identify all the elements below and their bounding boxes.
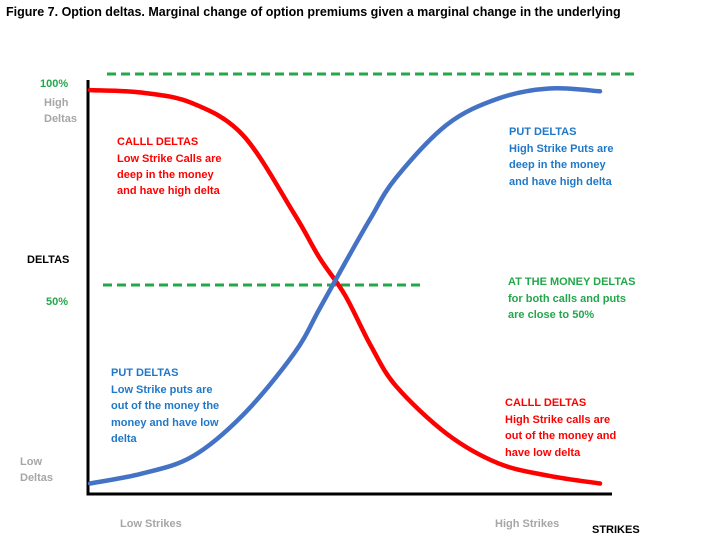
low-label: Low bbox=[20, 456, 42, 468]
x-tick-low-strikes: Low Strikes bbox=[120, 518, 182, 530]
annotation-line: CALLL DELTAS bbox=[117, 136, 198, 148]
y-axis-title: DELTAS bbox=[27, 254, 69, 266]
annotation-line: PUT DELTAS bbox=[509, 126, 576, 138]
annotation-line: Low Strike Calls are bbox=[117, 153, 222, 165]
annotation-line: Low Strike puts are bbox=[111, 384, 212, 396]
annotation-line: have low delta bbox=[505, 447, 581, 459]
annotation-call-low: CALLL DELTAS High Strike calls are out o… bbox=[505, 397, 616, 459]
high-label: High bbox=[44, 97, 69, 109]
low-deltas-label: Deltas bbox=[20, 472, 53, 484]
annotation-call-high: CALLL DELTAS Low Strike Calls are deep i… bbox=[117, 136, 222, 197]
annotation-line: money and have low bbox=[111, 417, 219, 429]
annotation-line: deep in the money bbox=[117, 169, 214, 181]
y-tick-50: 50% bbox=[46, 296, 68, 308]
annotation-line: deep in the money bbox=[509, 159, 606, 171]
annotation-line: for both calls and puts bbox=[508, 293, 626, 305]
annotation-line: High Strike Puts are bbox=[509, 143, 614, 155]
annotation-atm: AT THE MONEY DELTAS for both calls and p… bbox=[508, 276, 636, 321]
annotation-line: out of the money and bbox=[505, 430, 616, 442]
put-delta-line bbox=[87, 85, 603, 486]
annotation-line: out of the money the bbox=[111, 400, 219, 412]
annotation-put-low: PUT DELTAS Low Strike puts are out of th… bbox=[111, 367, 219, 445]
annotation-line: PUT DELTAS bbox=[111, 367, 178, 379]
x-tick-high-strikes: High Strikes bbox=[495, 518, 559, 530]
annotation-line: and have high delta bbox=[117, 185, 221, 197]
annotation-line: AT THE MONEY DELTAS bbox=[508, 276, 636, 288]
x-axis-title: STRIKES bbox=[592, 524, 640, 536]
high-deltas-label: Deltas bbox=[44, 113, 77, 125]
annotation-line: are close to 50% bbox=[508, 309, 594, 321]
chart-title: Figure 7. Option deltas. Marginal change… bbox=[6, 5, 621, 19]
call-delta-line bbox=[87, 87, 603, 486]
annotation-put-high: PUT DELTAS High Strike Puts are deep in … bbox=[509, 126, 614, 188]
annotation-line: High Strike calls are bbox=[505, 414, 610, 426]
annotation-line: and have high delta bbox=[509, 176, 613, 188]
annotation-line: CALLL DELTAS bbox=[505, 397, 586, 409]
y-tick-100: 100% bbox=[40, 78, 68, 90]
annotation-line: delta bbox=[111, 433, 138, 445]
